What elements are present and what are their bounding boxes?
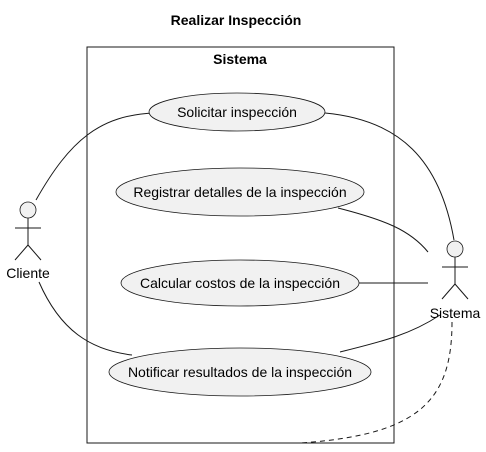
- association-cliente-notificar: [38, 281, 133, 356]
- dashed-dependency-line: [299, 321, 453, 444]
- actor-sistema: Sistema: [430, 240, 481, 321]
- use-case-label: Calcular costos de la inspección: [140, 275, 340, 291]
- association-sistema-solicitar: [324, 112, 455, 241]
- diagram-title: Realizar Inspección: [171, 12, 302, 28]
- use-case-calcular-costos: Calcular costos de la inspección: [120, 259, 360, 307]
- association-cliente-solicitar: [35, 112, 156, 201]
- use-case-label: Registrar detalles de la inspección: [133, 184, 346, 200]
- actor-figure-icon: [14, 201, 42, 261]
- association-sistema-notificar: [339, 314, 441, 353]
- use-case-solicitar-inspeccion: Solicitar inspección: [148, 92, 326, 132]
- actor-cliente: Cliente: [6, 201, 50, 281]
- use-case-label: Notificar resultados de la inspección: [128, 364, 352, 380]
- use-case-label: Solicitar inspección: [177, 104, 297, 120]
- use-case-notificar-resultados: Notificar resultados de la inspección: [108, 347, 372, 397]
- system-boundary-label: Sistema: [213, 51, 267, 67]
- use-case-registrar-detalles: Registrar detalles de la inspección: [115, 167, 365, 217]
- actor-figure-icon: [441, 240, 469, 300]
- actor-label: Cliente: [6, 265, 50, 281]
- actor-label: Sistema: [430, 305, 481, 321]
- association-sistema-registrar: [337, 207, 429, 253]
